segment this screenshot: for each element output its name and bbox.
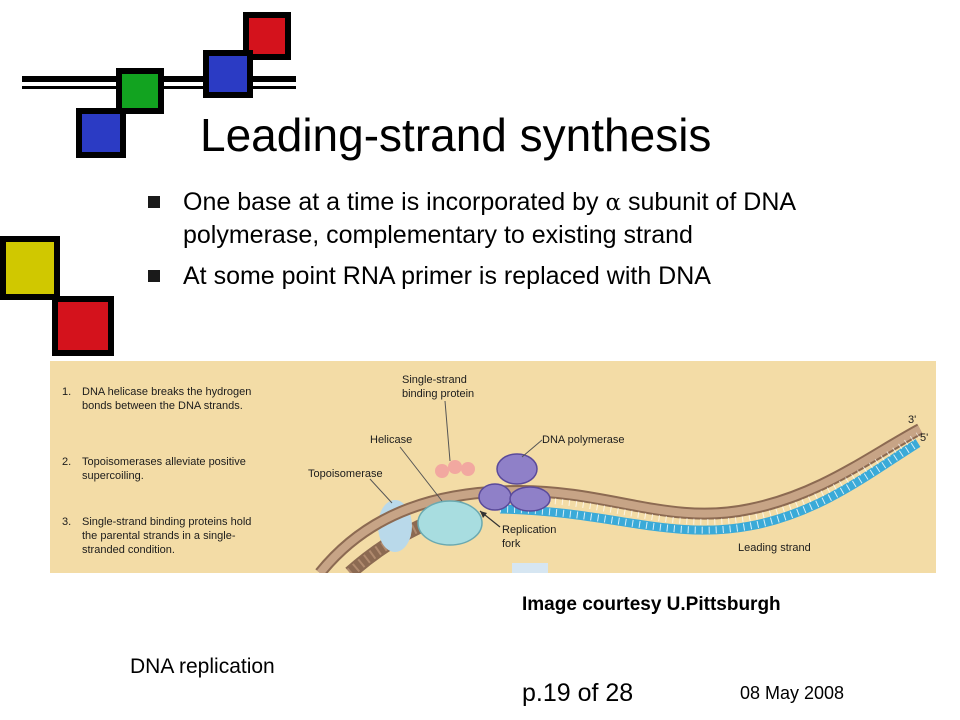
- footer-topic: DNA replication: [130, 655, 275, 678]
- label-replication: Replication: [502, 524, 556, 536]
- bullet-marker: [148, 270, 160, 282]
- label-topoisomerase: Topoisomerase: [308, 468, 383, 480]
- polymerase-subunit: [496, 453, 538, 485]
- polymerase-subunit: [478, 483, 512, 511]
- bullet-text: One base at a time is incorporated by: [183, 188, 606, 216]
- polymerase-subunit: [509, 486, 551, 512]
- step-text: Topoisomerases alleviate positive: [82, 456, 246, 468]
- footer-date: 08 May 2008: [740, 683, 845, 703]
- bullet-item: One base at a time is incorporated by α …: [146, 186, 876, 251]
- label-helicase: Helicase: [370, 434, 412, 446]
- replication-diagram-svg: 1. DNA helicase breaks the hydrogen bond…: [50, 361, 936, 573]
- step-text: bonds between the DNA strands.: [82, 400, 243, 412]
- decorative-square-blue: [203, 50, 253, 98]
- slide-title: Leading-strand synthesis: [200, 109, 712, 161]
- step-text: stranded condition.: [82, 544, 175, 556]
- step-number: 2.: [62, 456, 71, 468]
- step-text: the parental strands in a single-: [82, 530, 236, 542]
- ssb-protein: [435, 464, 449, 478]
- bullet-list: One base at a time is incorporated by α …: [146, 186, 876, 301]
- dna-polymerase-shape: [478, 453, 551, 512]
- ssb-protein: [448, 460, 462, 474]
- alpha-symbol: α: [605, 190, 621, 216]
- decorative-square-red: [52, 296, 114, 356]
- bullet-text: At some point RNA primer is replaced wit…: [183, 262, 711, 290]
- helicase-shape: [417, 500, 483, 546]
- label-leader-line: [399, 446, 443, 502]
- bullet-marker: [148, 196, 160, 208]
- decorative-square-green: [116, 68, 164, 114]
- step-number: 1.: [62, 386, 71, 398]
- step-2: 2. Topoisomerases alleviate positive sup…: [62, 456, 246, 482]
- bullet-text: subunit of DNA polymerase, complementary…: [183, 188, 795, 249]
- step-number: 3.: [62, 516, 71, 528]
- label-3-prime: 3': [908, 414, 916, 426]
- parental-strand-upper-fill: [316, 425, 922, 573]
- diagram-background: [50, 361, 936, 573]
- decorative-square-blue: [76, 108, 126, 158]
- label-leader-line: [444, 400, 451, 462]
- label-leader-line: [521, 439, 543, 458]
- partial-box: [512, 563, 548, 573]
- single-strand-binding-proteins: [435, 460, 475, 478]
- label-fork: fork: [502, 538, 521, 550]
- step-3: 3. Single-strand binding proteins hold t…: [62, 516, 251, 556]
- ssb-protein: [461, 462, 475, 476]
- step-text: Single-strand binding proteins hold: [82, 516, 251, 528]
- step-text: supercoiling.: [82, 470, 144, 482]
- decorative-square-red: [243, 12, 291, 60]
- replication-diagram: 1. DNA helicase breaks the hydrogen bond…: [50, 361, 936, 573]
- label-leading-strand: Leading strand: [738, 542, 811, 554]
- label-5-prime: 5': [920, 432, 928, 444]
- bullet-item: At some point RNA primer is replaced wit…: [146, 260, 876, 292]
- label-single-strand: Single-strand: [402, 374, 467, 386]
- label-dna-polymerase: DNA polymerase: [542, 434, 625, 446]
- label-leader-line: [369, 478, 393, 504]
- leading-strand: [499, 439, 921, 535]
- template-bases: [519, 432, 920, 525]
- step-1: 1. DNA helicase breaks the hydrogen bond…: [62, 386, 251, 412]
- decorative-square-yellow: [0, 236, 60, 300]
- fork-arrowhead: [480, 511, 487, 518]
- step-text: DNA helicase breaks the hydrogen: [82, 386, 251, 398]
- image-credit: Image courtesy U.Pittsburgh: [522, 594, 781, 615]
- label-binding-protein: binding protein: [402, 388, 474, 400]
- footer-page-number: p.19 of 28: [522, 679, 634, 707]
